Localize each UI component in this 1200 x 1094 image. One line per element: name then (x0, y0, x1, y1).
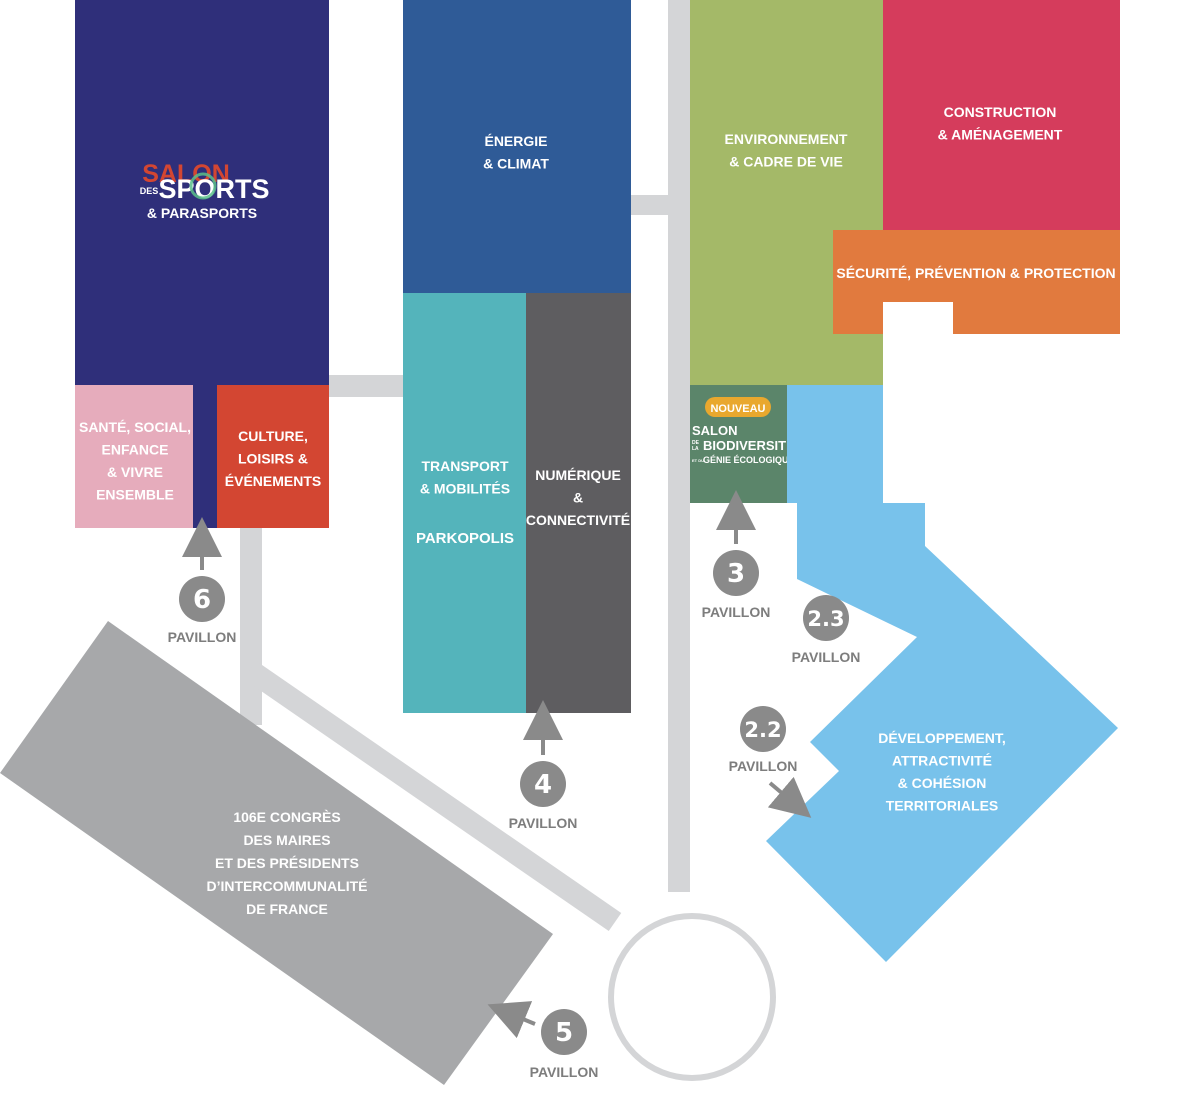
zone-sante-social[interactable]: SANTÉ, SOCIAL, ENFANCE & VIVRE ENSEMBLE (75, 385, 193, 528)
walkway-horizontal-left (320, 375, 410, 397)
sante-label-line: ENSEMBLE (96, 487, 174, 503)
biodiversite-de-text: DE (692, 440, 700, 446)
walkway-diagonal (243, 660, 622, 932)
pavilion-label: PAVILLON (702, 604, 771, 620)
energie-label-line: ÉNERGIE (484, 133, 547, 149)
zone-culture-loisirs[interactable]: CULTURE, LOISIRS & ÉVÉNEMENTS (217, 385, 329, 528)
walkway-vertical-left (240, 525, 262, 725)
pavilion-arrow-icon (487, 1001, 536, 1039)
culture-label-line: LOISIRS & (238, 451, 308, 467)
zone-territoire[interactable]: DÉVELOPPEMENT, ATTRACTIVITÉ & COHÉSION TERR… (766, 385, 1118, 962)
walkway-vertical-center (668, 0, 690, 892)
securite-cutout (883, 302, 1120, 385)
zone-construction[interactable]: CONSTRUCTION & AMÉNAGEMENT (883, 0, 1120, 230)
territoire-label-line: ATTRACTIVITÉ (892, 753, 992, 769)
congres-label-line: 106E CONGRÈS (233, 809, 340, 825)
congres-label-line: DES MAIRES (243, 832, 330, 848)
biodiversite-genie-text: GÉNIE ÉCOLOGIQUE (703, 455, 795, 465)
pavilion-number: 6 (193, 585, 211, 615)
culture-label-line: CULTURE, (238, 428, 308, 444)
environnement-label-line: & CADRE DE VIE (729, 154, 843, 170)
territoire-label-line: DÉVELOPPEMENT, (878, 730, 1006, 746)
zone-salon-biodiversite[interactable]: NOUVEAU SALON DE LA BIODIVERSITÉ ET DU G… (690, 385, 795, 503)
numerique-label-line: CONNECTIVITÉ (526, 512, 630, 528)
zone-securite[interactable]: SÉCURITÉ, PRÉVENTION & PROTECTION (833, 230, 1120, 385)
pavilion-number: 5 (555, 1018, 573, 1048)
zone-energie-climat[interactable]: ÉNERGIE & CLIMAT (403, 0, 631, 293)
securite-label-line: SÉCURITÉ, PRÉVENTION & PROTECTION (836, 265, 1115, 281)
pavilion-number: 2.2 (744, 718, 781, 742)
pavilion-number-badge (179, 576, 225, 622)
biodiversite-title-text: BIODIVERSITÉ (703, 438, 795, 453)
zone-congres-des-maires[interactable]: 106E CONGRÈS DES MAIRES ET DES PRÉSIDENTS D… (0, 621, 553, 1085)
logo-des-text: DES (140, 186, 159, 196)
biodiversite-la-text: LA (692, 446, 699, 452)
pavilion-number-badge (541, 1009, 587, 1055)
congres-label-line: DE FRANCE (246, 901, 328, 917)
sante-label-line: & VIVRE (107, 464, 163, 480)
salon-des-sports-logo: SALON DES SPORTS (140, 160, 270, 204)
construction-label-line: & AMÉNAGEMENT (938, 127, 1063, 143)
energie-label-line: & CLIMAT (483, 156, 549, 172)
territoire-label-line: & COHÉSION (898, 775, 987, 791)
pavilion-number: 2.3 (807, 607, 844, 631)
pavilion-number: 3 (727, 559, 745, 589)
pavilion-number-badge (713, 550, 759, 596)
numerique-label-line: NUMÉRIQUE (535, 467, 621, 483)
construction-label-line: CONSTRUCTION (944, 104, 1057, 120)
roundabout (608, 913, 776, 1081)
congres-label-line: ET DES PRÉSIDENTS (215, 855, 359, 871)
pavilion-number: 4 (534, 770, 552, 800)
pavilion-label: PAVILLON (530, 1064, 599, 1080)
sante-label-line: ENFANCE (102, 442, 169, 458)
sante-label-line: SANTÉ, SOCIAL, (79, 419, 191, 435)
logo-parasports-text: & PARASPORTS (147, 205, 257, 221)
biodiversite-etdu-text: ET DU (692, 458, 704, 463)
logo-ring-icon (189, 172, 217, 200)
pavilion-label: PAVILLON (729, 758, 798, 774)
culture-label-line: ÉVÉNEMENTS (225, 473, 321, 489)
transport-label-line: & MOBILITÉS (420, 481, 510, 497)
environnement-label-line: ENVIRONNEMENT (725, 131, 848, 147)
pavilion-number-badge (803, 595, 849, 641)
walkway-horizontal-right (625, 195, 675, 215)
pavilion-label: PAVILLON (509, 815, 578, 831)
nouveau-badge (705, 397, 771, 417)
pavilion-number-badge (520, 761, 566, 807)
nouveau-badge-text: NOUVEAU (710, 403, 765, 415)
parkopolis-label: PARKOPOLIS (416, 530, 514, 547)
pavilion-arrow-icon (767, 776, 812, 818)
territoire-label-line: TERRITORIALES (886, 798, 999, 814)
numerique-label-line: & (573, 490, 583, 506)
pavilion-label: PAVILLON (168, 629, 237, 645)
congres-label-line: D’INTERCOMMUNALITÉ (207, 878, 368, 894)
zone-transport-mobilites[interactable]: TRANSPORT & MOBILITÉS PARKOPOLIS (403, 293, 526, 713)
zone-numerique-connectivite[interactable]: NUMÉRIQUE & CONNECTIVITÉ (526, 293, 631, 713)
biodiversite-salon-text: SALON (692, 423, 738, 438)
walkways (240, 0, 776, 1081)
transport-label-line: TRANSPORT (421, 458, 509, 474)
pavilion-label: PAVILLON (792, 649, 861, 665)
pavilion-number-badge (740, 706, 786, 752)
